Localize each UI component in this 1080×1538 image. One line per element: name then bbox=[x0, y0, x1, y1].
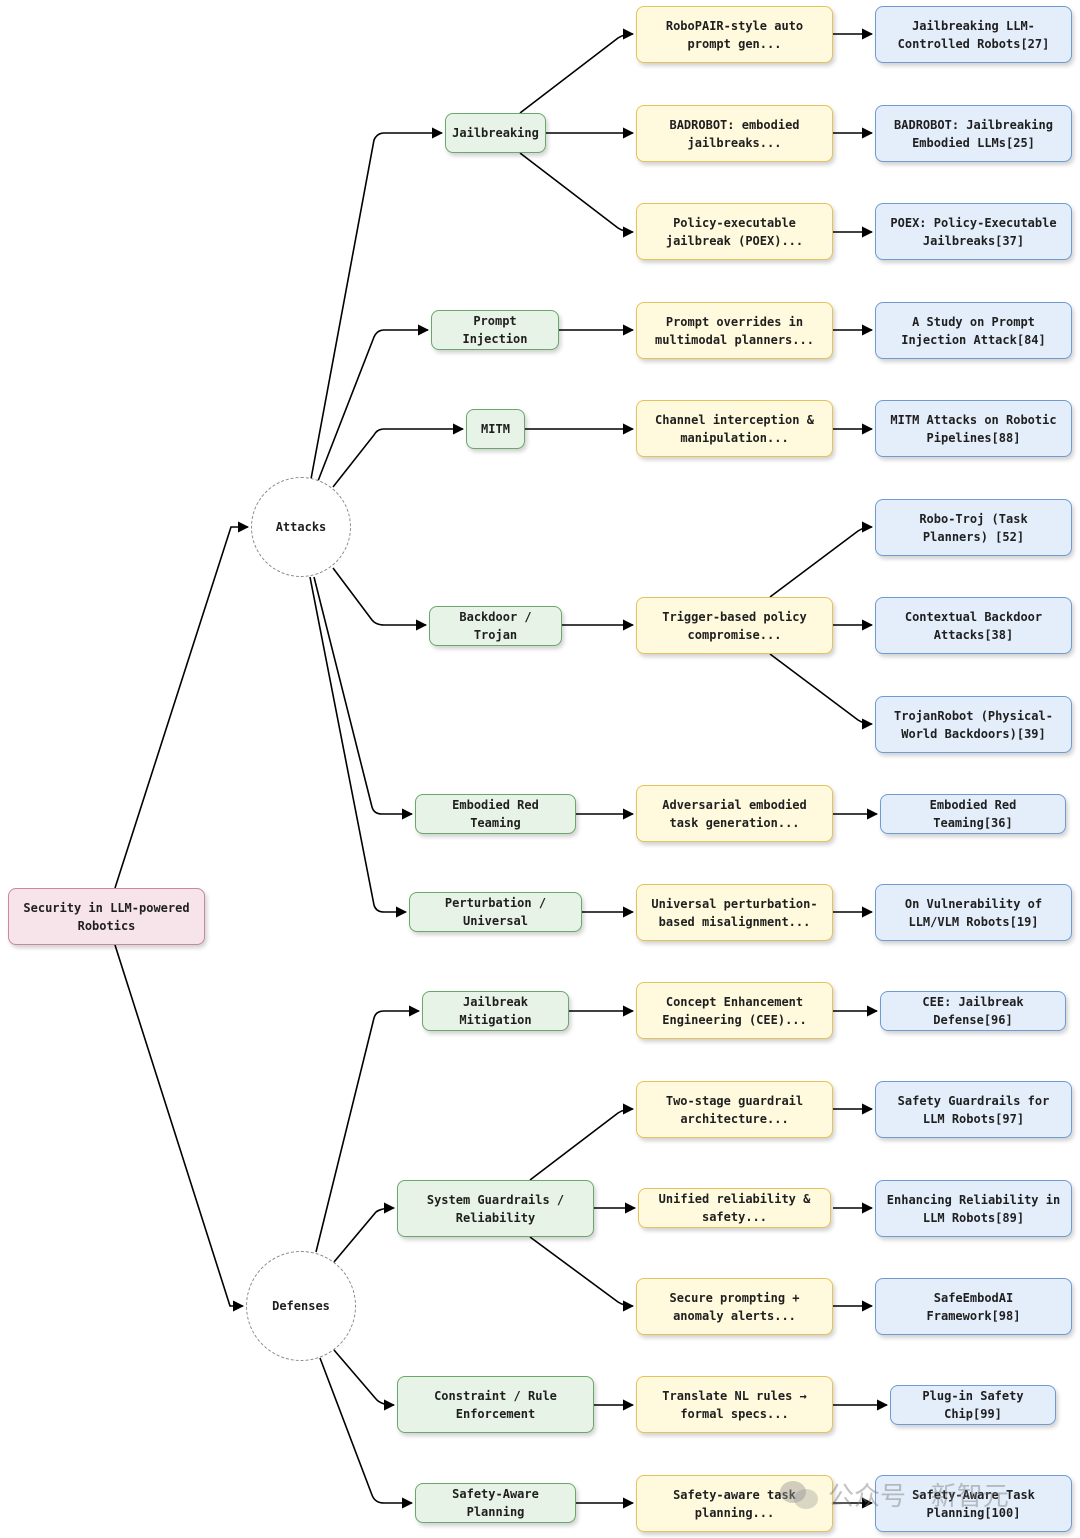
topic-jailbreaking: Jailbreaking bbox=[445, 113, 546, 153]
category-defenses: Defenses bbox=[246, 1251, 356, 1361]
topic-system-guardrails: System Guardrails / Reliability bbox=[397, 1180, 594, 1237]
ref-99: Plug-in Safety Chip[99] bbox=[890, 1385, 1056, 1425]
edge-defenses-safety-planning bbox=[319, 1357, 414, 1509]
ref-96: CEE: Jailbreak Defense[96] bbox=[880, 991, 1066, 1031]
ref-97: Safety Guardrails for LLM Robots[97] bbox=[875, 1081, 1072, 1138]
topic-backdoor-trojan: Backdoor / Trojan bbox=[429, 606, 562, 646]
ref-38: Contextual Backdoor Attacks[38] bbox=[875, 597, 1072, 654]
ref-52: Robo-Troj (Task Planners) [52] bbox=[875, 499, 1072, 556]
root-node: Security in LLM-powered Robotics bbox=[8, 888, 205, 945]
topic-constraint-rule: Constraint / Rule Enforcement bbox=[397, 1376, 594, 1433]
desc-prompt-overrides: Prompt overrides in multimodal planners.… bbox=[636, 302, 833, 359]
topic-mitm: MITM bbox=[466, 409, 525, 449]
desc-badrobot: BADROBOT: embodied jailbreaks... bbox=[636, 105, 833, 162]
ref-98: SafeEmbodAI Framework[98] bbox=[875, 1278, 1072, 1335]
desc-translate-nl: Translate NL rules → formal specs... bbox=[636, 1376, 833, 1433]
desc-adversarial-embodied: Adversarial embodied task generation... bbox=[636, 785, 833, 842]
edge-attacks-mitm bbox=[332, 423, 465, 488]
ref-36: Embodied Red Teaming[36] bbox=[880, 794, 1066, 834]
desc-channel-interception: Channel interception & manipulation... bbox=[636, 400, 833, 457]
ref-88: MITM Attacks on Robotic Pipelines[88] bbox=[875, 400, 1072, 457]
desc-poex: Policy-executable jailbreak (POEX)... bbox=[636, 203, 833, 260]
edge-attacks-jailbreaking bbox=[310, 127, 444, 480]
topic-perturbation-universal: Perturbation / Universal bbox=[409, 892, 582, 932]
desc-cee: Concept Enhancement Engineering (CEE)... bbox=[636, 982, 833, 1039]
desc-secure-prompting: Secure prompting + anomaly alerts... bbox=[636, 1278, 833, 1335]
topic-jailbreak-mitigation: Jailbreak Mitigation bbox=[422, 991, 569, 1031]
ref-25: BADROBOT: Jailbreaking Embodied LLMs[25] bbox=[875, 105, 1072, 162]
edge-jb-robopair bbox=[519, 28, 635, 114]
desc-two-stage-guardrail: Two-stage guardrail architecture... bbox=[636, 1081, 833, 1138]
ref-19: On Vulnerability of LLM/VLM Robots[19] bbox=[875, 884, 1072, 941]
desc-trigger-based: Trigger-based policy compromise... bbox=[636, 597, 833, 654]
edge-trigger-trojanrobot bbox=[769, 653, 874, 730]
desc-safety-aware-task: Safety-aware task planning... bbox=[636, 1475, 833, 1532]
edge-root-defenses bbox=[114, 944, 245, 1312]
edge-attacks-backdoor bbox=[332, 567, 428, 631]
edge-sg-two-stage bbox=[529, 1103, 635, 1181]
topic-embodied-red-teaming: Embodied Red Teaming bbox=[415, 794, 576, 834]
edge-defenses-system-guardrails bbox=[333, 1202, 396, 1263]
edge-trigger-robotroj bbox=[769, 521, 874, 598]
edge-jb-poex bbox=[519, 152, 635, 238]
ref-39: TrojanRobot (Physical-World Backdoors)[3… bbox=[875, 696, 1072, 753]
category-attacks: Attacks bbox=[251, 477, 351, 577]
edge-defenses-jailbreak-mitigation bbox=[315, 1005, 421, 1253]
desc-unified-reliability: Unified reliability & safety... bbox=[638, 1188, 831, 1228]
ref-100: Safety-Aware Task Planning[100] bbox=[875, 1475, 1072, 1532]
edge-attacks-perturbation bbox=[309, 576, 408, 918]
edge-attacks-red-teaming bbox=[313, 576, 414, 820]
topic-prompt-injection: Prompt Injection bbox=[431, 310, 559, 350]
edge-attacks-prompt-injection bbox=[317, 324, 430, 482]
topic-safety-aware-planning: Safety-Aware Planning bbox=[415, 1483, 576, 1523]
ref-89: Enhancing Reliability in LLM Robots[89] bbox=[875, 1180, 1072, 1237]
desc-universal-perturbation: Universal perturbation-based misalignmen… bbox=[636, 884, 833, 941]
edge-defenses-constraint bbox=[333, 1349, 396, 1411]
desc-robopair: RoboPAIR-style auto prompt gen... bbox=[636, 6, 833, 63]
ref-37: POEX: Policy-Executable Jailbreaks[37] bbox=[875, 203, 1072, 260]
ref-27: Jailbreaking LLM-Controlled Robots[27] bbox=[875, 6, 1072, 63]
edge-sg-secure bbox=[529, 1236, 635, 1312]
ref-84: A Study on Prompt Injection Attack[84] bbox=[875, 302, 1072, 359]
edge-root-attacks bbox=[114, 521, 250, 889]
